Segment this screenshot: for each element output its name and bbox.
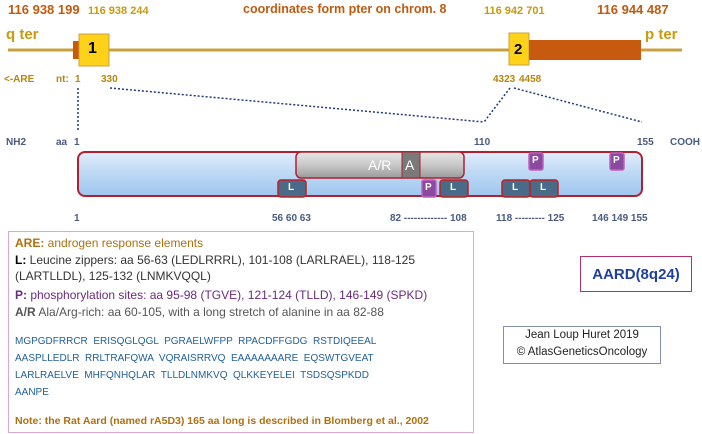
zoom-line (483, 87, 511, 123)
nt-4323: 4323 (493, 74, 516, 85)
credit-source: © AtlasGeneticsOncology (516, 346, 648, 358)
aard-locus-box: AARD(8q24) (580, 256, 692, 292)
pos-146-149-155: 146 149 155 (592, 213, 648, 224)
sequence-line-1: MGPGDFRRCR ERISQGLQGL PGRAELWFPP RPACDFF… (15, 336, 377, 347)
coord-left-big: 116 938 199 (8, 2, 80, 17)
sequence-line-2: AASPLLEDLR RRLTRAFQWA VQRAISRRVQ EAAAAAA… (15, 353, 374, 364)
sequence-line-4: AANPE (15, 387, 49, 398)
p-2-label: P (532, 155, 539, 166)
aa-110: 110 (474, 137, 491, 148)
exon2-label: 2 (514, 41, 523, 58)
coord-caption: coordinates form pter on chrom. 8 (243, 2, 447, 16)
sequence-line-3: LARLRAELVE MHFQNHQLAR TLLDLNMKVQ QLKKEYE… (15, 370, 369, 381)
p-1-label: P (425, 182, 432, 193)
credit-box: Jean Loup Huret 2019 © AtlasGeneticsOnco… (503, 326, 661, 364)
pos-56-60-63: 56 60 63 (272, 213, 311, 224)
leucine-zipper-4 (529, 179, 559, 198)
legend-leucine: L: Leucine zippers: aa 56-63 (LEDLRRRL),… (15, 253, 415, 267)
legend-phospho: P: phosphorylation sites: aa 95-98 (TGVE… (15, 288, 428, 302)
nt-4458: 4458 (519, 74, 542, 85)
lz-4-label: L (540, 182, 547, 193)
nh2-label: NH2 (6, 137, 27, 148)
aa-155: 155 (637, 137, 654, 148)
leucine-zipper-1 (277, 179, 307, 198)
exon2-utr (529, 40, 641, 60)
gene-diagram (8, 32, 682, 198)
aa-1: 1 (74, 137, 80, 148)
coord-right-big: 116 944 487 (597, 2, 669, 17)
are-marker: <-ARE (4, 74, 35, 85)
ar-domain-label: A/R (368, 157, 392, 173)
leucine-zipper-2 (439, 179, 469, 198)
ar-domain (295, 151, 465, 179)
coord-left-small: 116 938 244 (88, 5, 149, 17)
lz-1-label: L (288, 182, 295, 193)
zoom-line (109, 87, 485, 123)
pos-118-125: 118 --------- 125 (496, 213, 565, 224)
legend-box: ARE: androgen response elements L: Leuci… (8, 231, 474, 433)
alanine-stretch (401, 151, 421, 179)
alanine-label: A (405, 157, 415, 173)
lz-2-label: L (450, 182, 457, 193)
zoom-line (513, 87, 643, 123)
pos-1: 1 (74, 213, 80, 224)
pos-82-108: 82 ------------- 108 (390, 213, 467, 224)
credit-author: Jean Loup Huret 2019 (525, 329, 639, 341)
legend-are: ARE: androgen response elements (15, 236, 204, 250)
rat-aard-note: Note: the Rat Aard (named rA5D3) 165 aa … (15, 415, 429, 427)
cooh-label: COOH (670, 137, 700, 148)
legend-ar: A/R Ala/Arg-rich: aa 60-105, with a long… (15, 305, 384, 319)
coord-right-small: 116 942 701 (484, 5, 545, 17)
phospho-site-3 (609, 152, 625, 171)
qter-label: q ter (6, 26, 39, 43)
nt-330: 330 (101, 74, 118, 85)
nt-1: 1 (75, 74, 81, 85)
phospho-site-2 (528, 152, 544, 171)
phospho-site-1 (421, 179, 437, 198)
exon1-label: 1 (88, 40, 97, 57)
aa-label: aa (56, 137, 68, 148)
nt-label: nt: (56, 74, 69, 85)
lz-3-label: L (512, 182, 519, 193)
legend-leucine-2: (LARTLLDL), 125-132 (LNMKVQQL) (15, 269, 211, 283)
exon1-box (78, 33, 110, 67)
pter-label: p ter (645, 26, 678, 43)
p-3-label: P (613, 155, 620, 166)
